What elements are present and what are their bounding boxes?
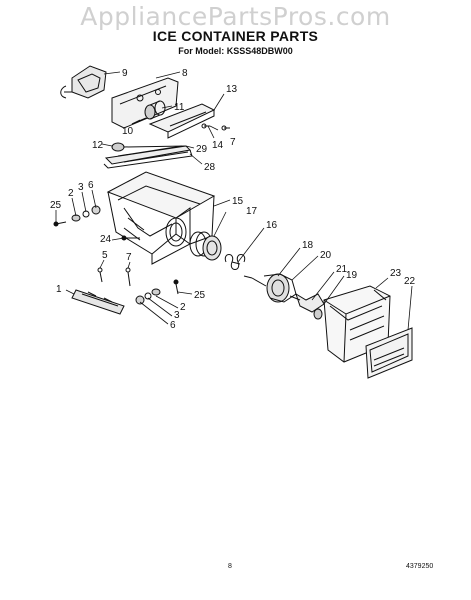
- callout-18: 18: [302, 240, 314, 251]
- callout-7-bottom: 7: [126, 252, 132, 263]
- callout-22: 22: [404, 276, 416, 287]
- page-number: 8: [228, 563, 232, 570]
- callout-6-bottom: 6: [170, 320, 176, 331]
- callout-19: 19: [346, 270, 358, 281]
- part-18-20-wheel: [243, 273, 297, 303]
- fasteners-left: [53, 123, 230, 305]
- callout-15: 15: [232, 196, 244, 207]
- callout-21: 21: [336, 264, 348, 275]
- part-17-ring: [189, 231, 222, 261]
- callout-8: 8: [182, 68, 188, 79]
- part-16-spring: [224, 254, 246, 270]
- callout-7-top: 7: [230, 137, 236, 148]
- callout-25-bottom: 25: [194, 290, 206, 301]
- callout-13: 13: [226, 84, 238, 95]
- callout-12: 12: [92, 140, 104, 151]
- part-10-11-gear: [131, 100, 166, 125]
- part-15-housing: [106, 171, 216, 265]
- callout-labels: 9 8 11 10 13 14 12 29 28 7 15 17 16 18 2…: [50, 68, 416, 331]
- callout-2-bottom: 2: [180, 302, 186, 313]
- part-8-plate: [111, 77, 179, 129]
- callout-16: 16: [266, 220, 278, 231]
- part-12-29-28-shaft: [103, 142, 193, 169]
- part-21-19-auger: [289, 292, 325, 320]
- callout-14: 14: [212, 140, 224, 151]
- callout-29: 29: [196, 144, 208, 155]
- part-22-panel: [365, 327, 413, 379]
- callout-11: 11: [174, 102, 185, 113]
- callout-3-bottom: 3: [174, 310, 180, 321]
- callout-5: 5: [102, 250, 108, 261]
- part-13-arm: [148, 103, 216, 139]
- leader-lines: [55, 71, 413, 331]
- callout-10: 10: [122, 126, 134, 137]
- callout-24: 24: [100, 234, 112, 245]
- callout-25-top: 25: [50, 200, 62, 211]
- callout-2-top: 2: [68, 188, 74, 199]
- part-code: 4379250: [406, 563, 434, 570]
- callout-17: 17: [246, 206, 258, 217]
- callout-9: 9: [122, 68, 128, 79]
- callout-3-top: 3: [78, 182, 84, 193]
- callout-28: 28: [204, 162, 216, 173]
- page-title: ICE CONTAINER PARTS: [152, 28, 319, 44]
- callout-6-top: 6: [88, 180, 94, 191]
- model-line: For Model: KSSS48DBW00: [178, 46, 293, 56]
- callout-1: 1: [56, 284, 62, 295]
- part-1-bar: [71, 289, 125, 315]
- callout-23: 23: [390, 268, 402, 279]
- watermark: AppliancePartsPros.com: [80, 2, 391, 31]
- part-9-bracket: [60, 65, 107, 99]
- callout-20: 20: [320, 250, 332, 261]
